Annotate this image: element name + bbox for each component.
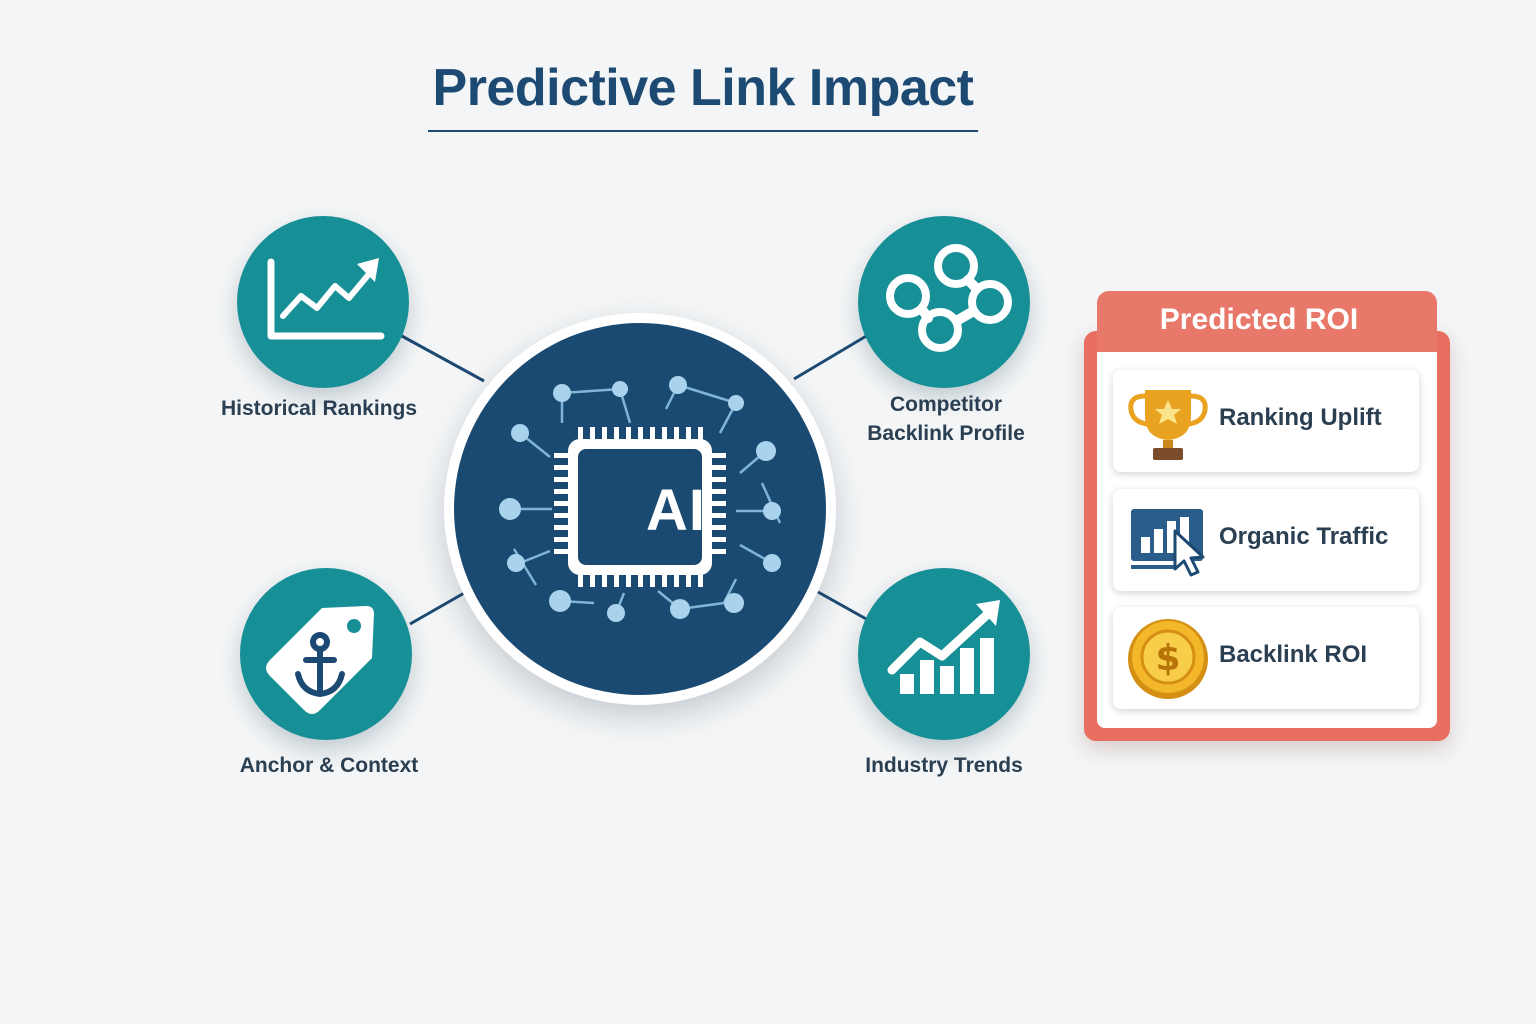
roi-card-ranking-uplift: Ranking Uplift xyxy=(1113,370,1419,472)
svg-text:$: $ xyxy=(1155,638,1180,679)
industry-trends-label: Industry Trends xyxy=(865,754,1023,777)
connector-trends xyxy=(817,590,869,622)
ai-hub: AI xyxy=(444,313,836,705)
anchor-context-label: Anchor & Context xyxy=(239,754,419,777)
anchor-tag-icon xyxy=(266,606,374,714)
title-underline xyxy=(428,130,978,132)
roi-card-backlink-roi: $ Backlink ROI xyxy=(1113,607,1419,709)
connector-historical xyxy=(399,333,485,383)
predicted-roi-title: Predicted ROI xyxy=(1159,303,1359,336)
anchor-context-node xyxy=(240,568,412,740)
line-chart-icon xyxy=(267,258,385,340)
competitor-label-line1: Competitor xyxy=(890,393,1002,416)
chain-links-icon xyxy=(886,244,1012,352)
ranking-uplift-label: Ranking Uplift xyxy=(1219,404,1382,431)
historical-rankings-label: Historical Rankings xyxy=(220,397,418,420)
historical-rankings-node xyxy=(237,216,409,388)
ai-chip-icon xyxy=(499,376,782,622)
industry-trends-node xyxy=(858,568,1030,740)
traffic-chart-cursor-icon xyxy=(1131,509,1205,577)
backlink-roi-label: Backlink ROI xyxy=(1219,641,1368,668)
ai-label: AI xyxy=(646,478,706,543)
competitor-backlink-node xyxy=(858,216,1030,388)
dollar-coin-icon: $ xyxy=(1128,619,1208,699)
page-title: Predictive Link Impact xyxy=(432,59,974,117)
competitor-label-line2: Backlink Profile xyxy=(867,422,1025,446)
trophy-icon xyxy=(1128,390,1208,460)
competitor-backlink-label: Competitor Backlink Profile xyxy=(816,390,1076,449)
trending-bars-icon xyxy=(887,600,1000,694)
roi-card-organic-traffic: Organic Traffic xyxy=(1113,489,1419,591)
connector-competitor xyxy=(793,333,869,381)
organic-traffic-label: Organic Traffic xyxy=(1219,523,1389,550)
predicted-roi-header xyxy=(1097,291,1437,361)
connector-anchor xyxy=(409,590,467,626)
